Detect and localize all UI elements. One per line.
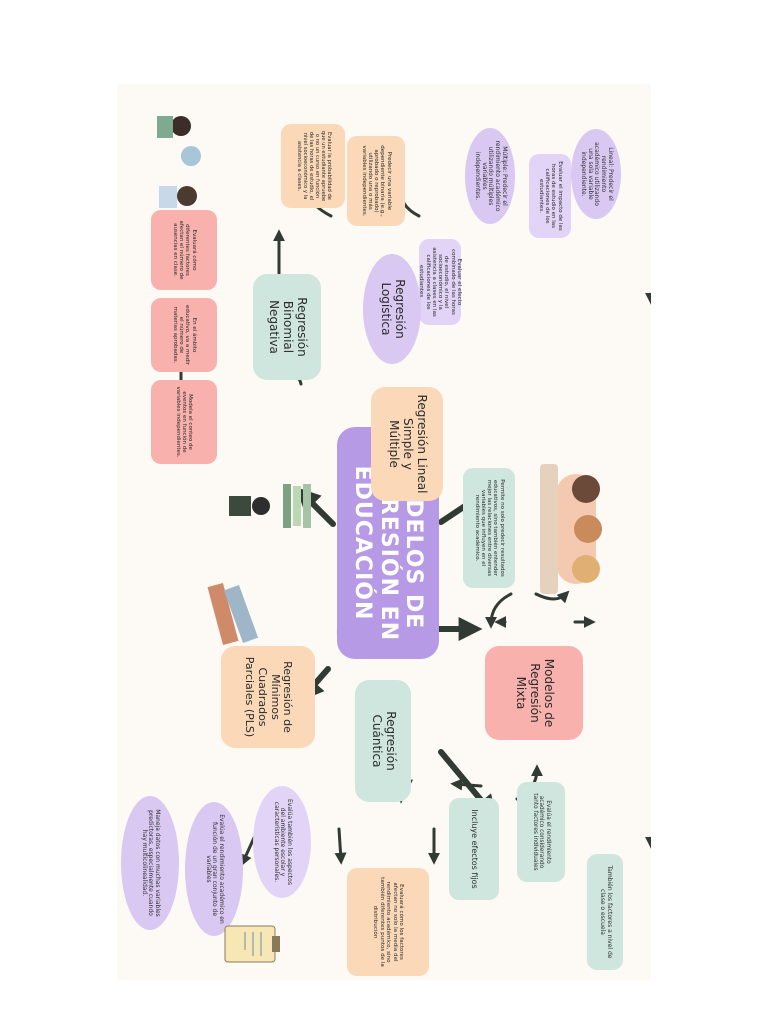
lineal-item-1: Lineal: Predecir el rendimiento académic… [571,129,621,219]
binomial-item-2: En el ámbito educativo, va a medir el nú… [151,298,217,372]
students-illustration [540,464,602,594]
topic-regresion-cuantilica: Regresión Cuántica [355,680,411,802]
pls-item-2: Evalúa el rendimiento académico en funci… [185,802,243,936]
topic-regresion-binomial: Regresión Binomial Negativa [253,274,321,380]
lineal-item-3: Múltiple: Predecir el rendimiento académ… [465,128,515,224]
mixta-item-3: Incluye efectos fijos [449,798,499,900]
lineal-item-2: Evaluar el impacto de las horas de estud… [529,154,571,238]
people-group-illustration [157,116,201,208]
mixta-item-2: También los factores a nivel de clase o … [587,854,623,970]
binomial-item-1: Modela el conteo de eventos en función d… [151,380,217,464]
lineal-item-4: Evaluar el efecto combinado de las horas… [418,239,462,325]
person-reading-books-illustration [229,484,311,528]
pls-item-3: Maneja datos con muchas variables predic… [121,796,179,930]
books-stack-icon [207,582,259,646]
logistica-item-1: Predecir una variable dependiente binari… [347,136,405,226]
mind-map-sheet: MODELOS DE REGRESIÓN EN EDUCACIÓN Regres… [117,84,651,980]
logistica-item-2: Evaluar la probabilidad de que un estudi… [281,124,345,208]
mind-map-canvas: MODELOS DE REGRESIÓN EN EDUCACIÓN Regres… [117,84,651,980]
topic-regresion-pls: Regresión de Mínimos Cuadrados Parciales… [221,646,315,748]
clipboard-icon [224,925,280,963]
topic-regresion-logistica: Regresión Logística [363,254,421,364]
pls-item-1: Evalúa también los aspectos del ambiente… [253,786,311,898]
central-description-note: Permite no solo predecir resultados educ… [463,468,515,588]
mixta-item-1: Evalúa el rendimiento académico consider… [517,782,565,882]
topic-modelos-mixta: Modelos de Regresión Mixta [485,646,583,740]
topic-regresion-lineal: Regresión Lineal Simple y Múltiple [371,387,443,501]
cuantilica-item-1: Evaluará cómo los factores afectan no so… [347,868,429,976]
